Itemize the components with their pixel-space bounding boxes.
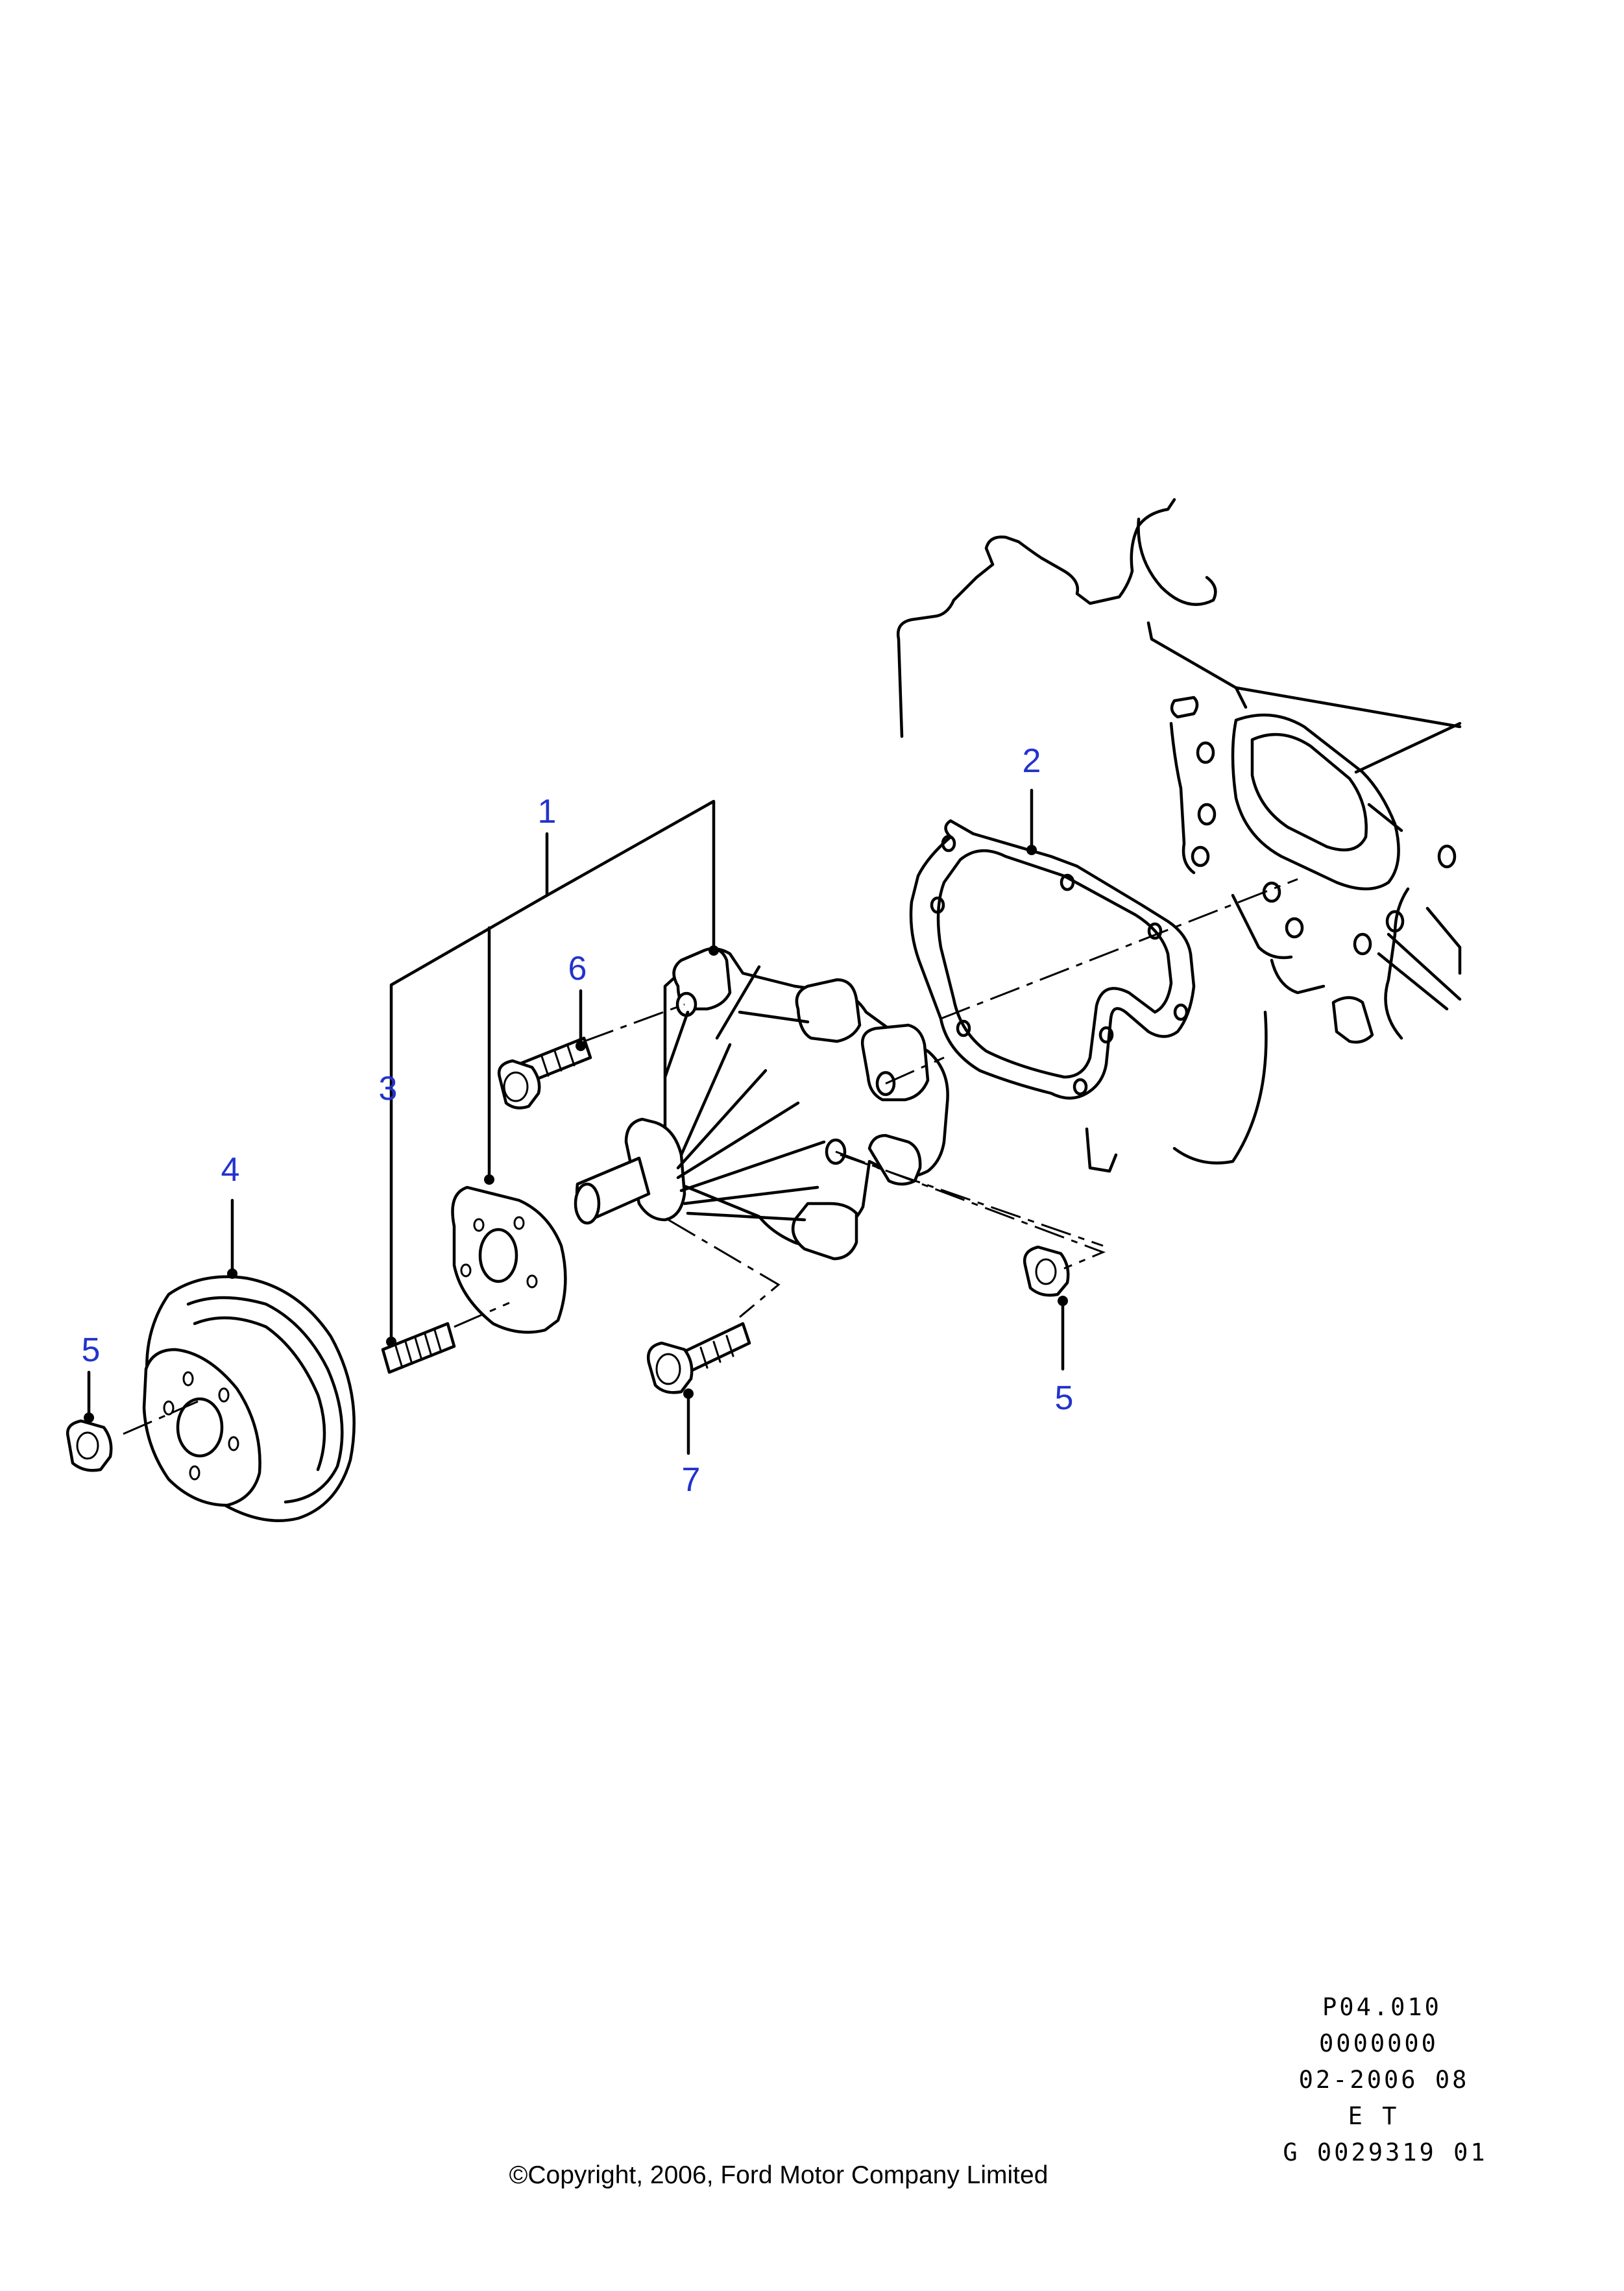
pump-hub-flange [451,1185,567,1334]
callout-1: 1 [538,793,557,830]
nut-part-5-right [1023,1245,1070,1297]
engine-block-outline [896,498,1462,1173]
nut-part-5-left [66,1419,113,1472]
footer-reference-block: P04.010 0000000 02-2006 08 E T G 0029319… [509,1993,1487,2189]
bolt-part-7 [646,1322,751,1394]
footer-lang: E T [1348,2102,1400,2130]
alignment-lines [123,878,1298,1435]
footer-code: 0000000 [1319,2030,1438,2057]
callout-3: 3 [379,1070,398,1108]
page-ref: P04.010 [1322,1993,1442,2021]
callout-5-right: 5 [1055,1379,1074,1417]
leader-lines [84,788,1068,1455]
callout-7: 7 [682,1461,701,1499]
water-pump-part [574,947,949,1261]
bolt-part-6 [497,1036,592,1109]
copyright-text: ©Copyright, 2006, Ford Motor Company Lim… [509,2161,1048,2189]
callout-labels: 1 2 3 4 5 5 6 7 [82,742,1074,1499]
footer-date: 02-2006 08 [1299,2066,1470,2094]
callout-2: 2 [1023,742,1041,780]
stud-part [381,1322,456,1374]
gasket-part [909,819,1196,1100]
callout-5-left: 5 [82,1331,101,1369]
callout-6: 6 [568,950,587,988]
callout-4: 4 [221,1151,240,1189]
graphic-id: G 0029319 01 [1283,2139,1487,2166]
pulley-part [142,1275,356,1522]
